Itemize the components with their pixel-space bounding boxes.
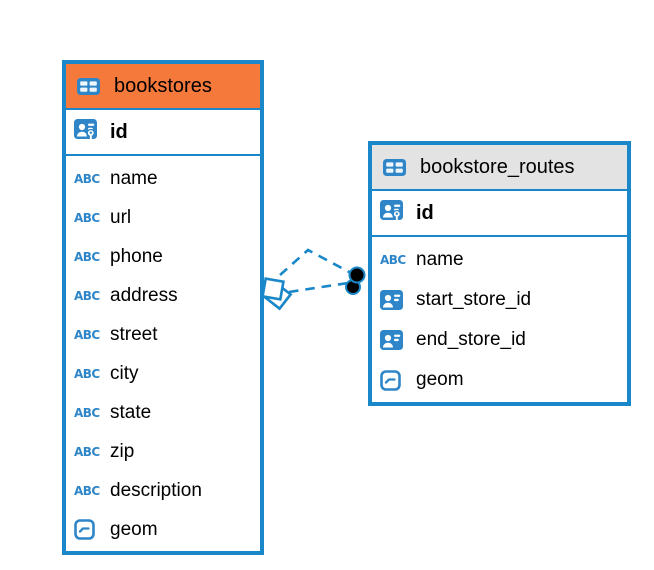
field-list: ABC name start_store_id end_store_id ge bbox=[372, 237, 627, 402]
field-name: street bbox=[110, 323, 158, 345]
field-row-id[interactable]: id bbox=[372, 191, 627, 237]
field-row-end-store-id[interactable]: end_store_id bbox=[372, 320, 627, 360]
foreign-key-icon bbox=[380, 289, 408, 311]
geometry-type-icon bbox=[380, 369, 408, 391]
field-row-city[interactable]: ABC city bbox=[66, 354, 260, 393]
table-bookstore-routes[interactable]: bookstore_routes id ABC name start_store… bbox=[368, 141, 631, 406]
field-row-geom[interactable]: geom bbox=[66, 510, 260, 549]
field-row-description[interactable]: ABC description bbox=[66, 471, 260, 510]
field-name: description bbox=[110, 479, 202, 501]
field-row-phone[interactable]: ABC phone bbox=[66, 237, 260, 276]
text-type-icon: ABC bbox=[74, 249, 100, 264]
field-name: url bbox=[110, 206, 132, 228]
field-row-address[interactable]: ABC address bbox=[66, 276, 260, 315]
field-row-street[interactable]: ABC street bbox=[66, 315, 260, 354]
table-title: bookstore_routes bbox=[420, 155, 575, 178]
text-type-icon: ABC bbox=[74, 171, 100, 186]
field-name: phone bbox=[110, 245, 163, 267]
field-name: geom bbox=[110, 518, 158, 540]
field-name: name bbox=[416, 249, 464, 270]
text-type-icon: ABC bbox=[74, 366, 100, 381]
field-row-zip[interactable]: ABC zip bbox=[66, 432, 260, 471]
field-name: name bbox=[110, 167, 158, 189]
primary-key-icon bbox=[380, 200, 408, 226]
text-type-icon: ABC bbox=[380, 253, 406, 267]
relationship-line-2[interactable] bbox=[288, 281, 349, 294]
table-header-bookstores[interactable]: bookstores bbox=[66, 64, 260, 110]
field-row-url[interactable]: ABC url bbox=[66, 198, 260, 237]
text-type-icon: ABC bbox=[74, 483, 100, 498]
field-name: city bbox=[110, 362, 139, 384]
field-name: address bbox=[110, 284, 178, 306]
field-name: zip bbox=[110, 440, 135, 462]
field-list: ABC name ABC url ABC phone ABC address A… bbox=[66, 156, 260, 551]
table-title: bookstores bbox=[114, 74, 212, 97]
field-row-start-store-id[interactable]: start_store_id bbox=[372, 280, 627, 320]
geometry-type-icon bbox=[74, 519, 102, 540]
primary-key-name: id bbox=[416, 201, 434, 224]
text-type-icon: ABC bbox=[74, 444, 100, 459]
field-name: geom bbox=[416, 369, 464, 390]
primary-key-name: id bbox=[110, 120, 128, 143]
field-row-id[interactable]: id bbox=[66, 110, 260, 156]
field-name: state bbox=[110, 401, 152, 423]
field-row-geom[interactable]: geom bbox=[372, 360, 627, 400]
text-type-icon: ABC bbox=[74, 210, 100, 225]
field-row-name[interactable]: ABC name bbox=[372, 240, 627, 280]
field-name: end_store_id bbox=[416, 329, 526, 350]
table-icon bbox=[77, 77, 105, 95]
field-name: start_store_id bbox=[416, 289, 532, 310]
table-header-bookstore-routes[interactable]: bookstore_routes bbox=[372, 145, 627, 191]
primary-key-icon bbox=[74, 119, 102, 145]
field-row-name[interactable]: ABC name bbox=[66, 159, 260, 198]
field-row-state[interactable]: ABC state bbox=[66, 393, 260, 432]
table-bookstores[interactable]: bookstores id ABC name ABC url ABC phone… bbox=[62, 60, 264, 555]
foreign-key-icon bbox=[380, 329, 408, 351]
text-type-icon: ABC bbox=[74, 327, 100, 342]
relationship-endpoint-dots[interactable] bbox=[345, 266, 366, 295]
text-type-icon: ABC bbox=[74, 405, 100, 420]
relationship-line-1[interactable] bbox=[279, 248, 352, 276]
relationship-diamond-marker[interactable] bbox=[261, 277, 293, 311]
table-icon bbox=[383, 158, 411, 176]
text-type-icon: ABC bbox=[74, 288, 100, 303]
